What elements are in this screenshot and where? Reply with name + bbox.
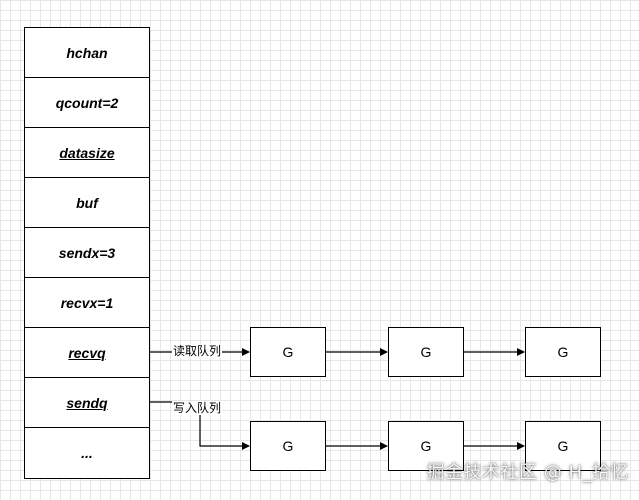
send-queue-label: 写入队列 (172, 401, 223, 415)
field-recvq: recvq (25, 328, 149, 378)
field-ellipsis: ... (81, 445, 93, 461)
hchan-struct: hchan qcount=2 datasize buf sendx=3 recv… (24, 27, 150, 479)
send-goroutine-2: G (388, 421, 464, 471)
field-hchan: hchan (25, 28, 149, 78)
send-goroutine-3: G (525, 421, 601, 471)
field-qcount: qcount=2 (25, 78, 149, 128)
field-sendx: sendx=3 (25, 228, 149, 278)
field-sendq: sendq (25, 378, 149, 428)
watermark: 掘金技术社区 @ H_拾忆 (426, 462, 629, 483)
field-buf: buf (25, 178, 149, 228)
send-goroutine-1: G (250, 421, 326, 471)
field-recvx: recvx=1 (25, 278, 149, 328)
recv-queue-label: 读取队列 (172, 344, 223, 358)
recv-goroutine-1: G (250, 327, 326, 377)
recv-goroutine-2: G (388, 327, 464, 377)
field-datasize: datasize (25, 128, 149, 178)
recv-goroutine-3: G (525, 327, 601, 377)
